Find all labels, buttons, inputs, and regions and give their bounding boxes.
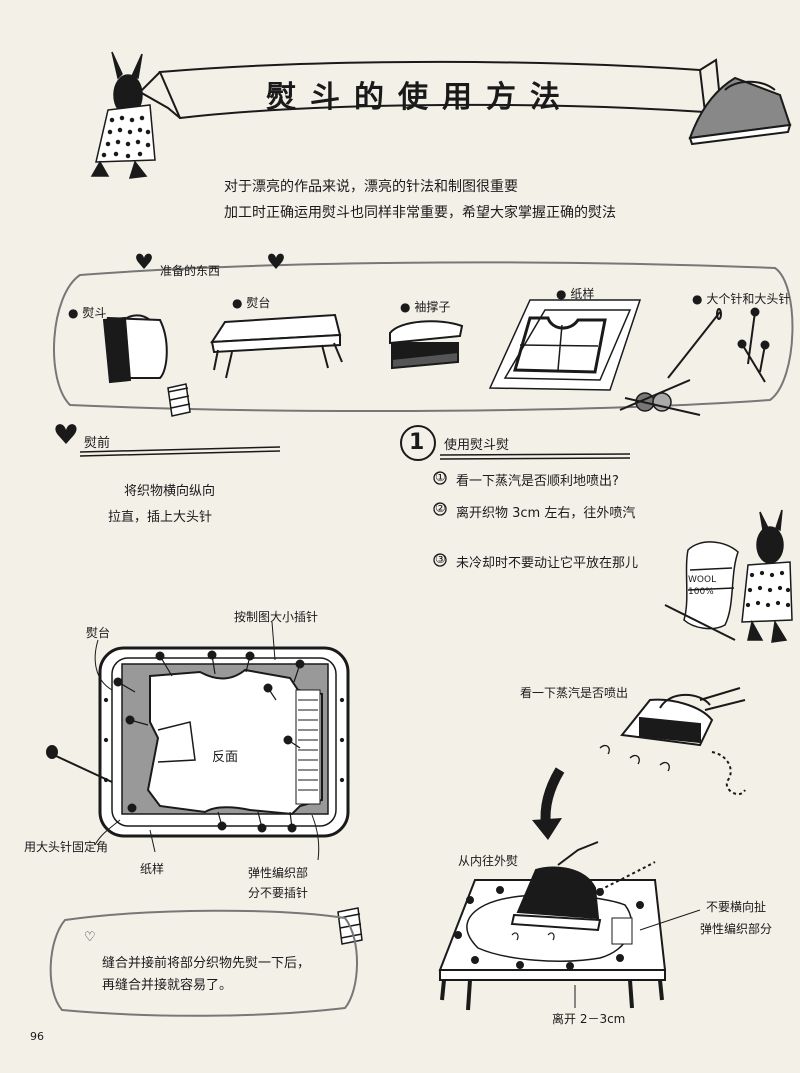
bullet: ● <box>68 306 79 320</box>
label-fix-corners: 用大头针固定角 <box>24 840 109 854</box>
rabbit-right-icon <box>741 509 793 643</box>
label-board: 熨台 <box>86 626 111 640</box>
tip-heart-icon: ♡ <box>84 930 96 945</box>
yarn-icon <box>167 383 191 417</box>
label-no-pull-2: 弹性编织部分 <box>700 922 773 936</box>
leader-lines <box>94 621 320 861</box>
prepare-item-label: 袖撑子 <box>414 300 451 314</box>
before-text-2: 拉直，插上大头针 <box>108 510 213 525</box>
intro-line-2: 加工时正确运用熨斗也同样非常重要，希望大家掌握正确的熨法 <box>224 205 616 221</box>
bullet: ● <box>232 296 243 310</box>
prepare-item-iron: ● 熨斗 <box>68 304 106 321</box>
pattern-paper-icon <box>488 299 642 391</box>
heart-icons <box>55 253 284 444</box>
ironing-board-icon <box>210 313 343 379</box>
label-pins-by-size: 按制图大小插针 <box>234 610 319 624</box>
label-distance: 离开 2－3cm <box>552 1012 626 1026</box>
bullet: ● <box>556 287 567 301</box>
step-1-num: ① <box>435 470 446 484</box>
before-heading: 熨前 <box>84 436 111 451</box>
using-heading: 使用熨斗熨 <box>444 438 510 453</box>
bullet: ● <box>692 292 703 306</box>
iron-icon <box>688 76 792 146</box>
label-elastic-2: 分不要插针 <box>248 886 309 900</box>
label-reverse-side: 反面 <box>212 750 239 765</box>
prepare-item-label: 纸样 <box>570 287 595 301</box>
step-num-text: ② <box>435 501 446 515</box>
label-no-pull-1: 不要横向扯 <box>706 900 767 914</box>
prepare-item-needles: ● 大个针和大头针 <box>692 290 790 307</box>
rabbit-icon <box>90 51 156 179</box>
step-number-circle <box>400 425 436 461</box>
bullet: ● <box>400 300 411 314</box>
label-pattern: 纸样 <box>140 862 165 876</box>
page-number: 96 <box>30 1030 44 1043</box>
wool-yarn-icon <box>664 541 739 641</box>
step-1-text: 看一下蒸汽是否顺利地喷出? <box>456 474 619 489</box>
wool-label: WOOL 100% <box>688 575 717 597</box>
prepare-border <box>53 261 794 413</box>
step-3-num: ③ <box>435 552 446 566</box>
tip-line-2: 再缝合并接就容易了。 <box>102 978 233 993</box>
label-elastic-1: 弹性编织部 <box>248 866 309 880</box>
step-2-num: ② <box>435 501 446 515</box>
iron-item-icon <box>102 314 168 384</box>
needles-icon <box>667 307 770 383</box>
tip-line-1: 缝合并接前将部分织物先熨一下后， <box>102 956 311 971</box>
tip-border <box>49 909 358 1017</box>
pin-icon <box>46 745 113 783</box>
yarn-balls-icon <box>619 379 701 416</box>
step-num-text: ① <box>435 470 446 484</box>
page-title: 熨斗的使用方法 <box>266 80 574 115</box>
step-num-text: ③ <box>435 552 446 566</box>
arrow-down-icon <box>532 767 565 840</box>
steam-iron-icon <box>599 687 746 796</box>
before-text-1: 将织物横向纵向 <box>124 484 216 499</box>
prepare-item-label: 大个针和大头针 <box>706 292 791 306</box>
step-3-text: 未冷却时不要动让它平放在那儿 <box>456 556 639 571</box>
intro-line-1: 对于漂亮的作品来说，漂亮的针法和制图很重要 <box>224 179 518 195</box>
sleeve-board-icon <box>389 320 464 370</box>
step-number: 1 <box>409 430 425 455</box>
prepare-item-label: 熨斗 <box>82 306 107 320</box>
step-2-text: 离开织物 3cm 左右，往外喷汽 <box>456 506 636 521</box>
prepare-item-sleeve-board: ● 袖撑子 <box>400 298 450 315</box>
prepare-heading: 准备的东西 <box>160 264 221 278</box>
ironing-board-bottom <box>438 841 667 1011</box>
label-check-steam: 看一下蒸汽是否喷出 <box>520 686 629 700</box>
blocking-board-diagram <box>98 646 350 838</box>
prepare-item-label: 熨台 <box>246 296 271 310</box>
prepare-item-pattern: ● 纸样 <box>556 285 594 302</box>
label-iron-out: 从内往外熨 <box>458 854 519 868</box>
prepare-item-board: ● 熨台 <box>232 294 270 311</box>
